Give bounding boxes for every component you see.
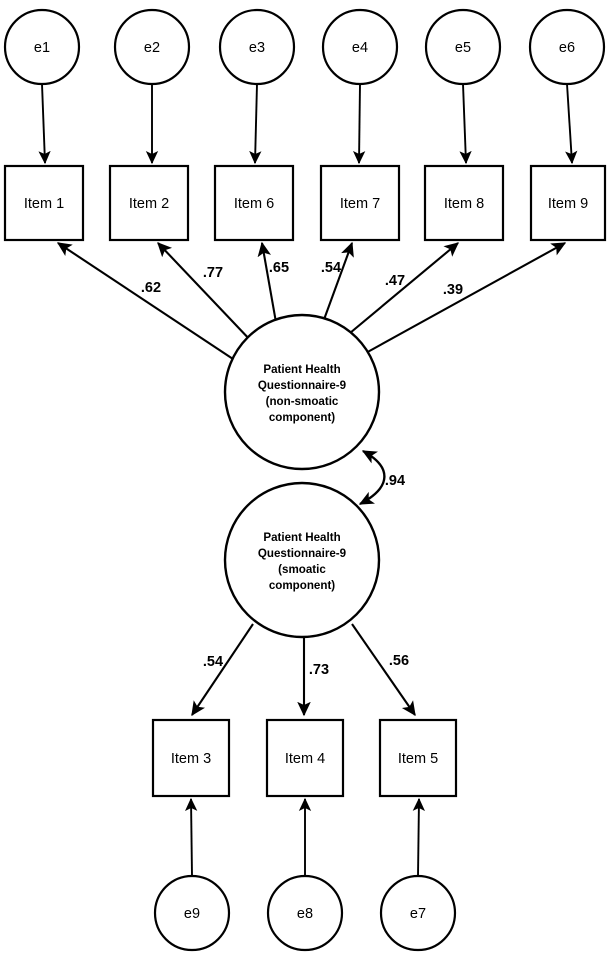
error-label-e1: e1	[34, 40, 50, 56]
loading-value-item-3: .54	[203, 654, 223, 670]
indicator-box-item-6	[213, 164, 295, 242]
covariance-value: .94	[385, 473, 405, 489]
latent-factor-non-somatic: Patient Health Questionnaire-9 (non-smoa…	[223, 313, 381, 471]
latent-line-2-somatic: Questionnaire-9	[258, 547, 347, 560]
top-loading-labels: .62 .77 .65 .54 .47 .39	[141, 260, 463, 298]
bottom-loading-labels: .54 .73 .56	[203, 653, 409, 678]
latent-line-4-somatic: component)	[269, 579, 335, 592]
error-label-e7: e7	[410, 906, 426, 922]
latent-line-4-non-somatic: component)	[269, 411, 335, 424]
error-circle-e7	[379, 874, 457, 952]
arrow-e4-item7	[352, 83, 366, 165]
indicator-label-item-3: Item 3	[171, 751, 211, 767]
latent-line-3-somatic: (smoatic	[278, 563, 326, 576]
loading-value-item-1: .62	[141, 280, 161, 296]
covariance-double-arrow	[358, 449, 386, 506]
loading-value-item-8: .47	[385, 273, 405, 289]
loading-value-item-9: .39	[443, 282, 463, 298]
arrow-e3-item6	[249, 83, 262, 165]
loading-value-item-4: .73	[309, 662, 329, 678]
error-label-e6: e6	[559, 40, 575, 56]
indicator-box-item-9	[529, 164, 607, 242]
loading-arrow-item-2	[157, 242, 254, 344]
loading-arrow-item-6	[257, 241, 279, 329]
loading-arrow-item-5	[351, 623, 416, 717]
error-circle-e8	[266, 874, 344, 952]
top-error-arrows	[38, 83, 578, 165]
arrow-e9-item3	[184, 797, 198, 877]
indicator-box-item-2	[108, 164, 190, 242]
indicator-box-item-8	[423, 164, 505, 242]
latent-circle-non-somatic	[223, 313, 381, 471]
loading-value-item-6: .65	[269, 260, 289, 276]
arrow-e5-item8	[459, 83, 472, 165]
loading-arrow-item-7	[321, 241, 354, 326]
indicator-label-item-4: Item 4	[285, 751, 325, 767]
error-label-e9: e9	[184, 906, 200, 922]
top-error-circles: e1 e2 e3 e4 e5 e6	[3, 8, 606, 86]
indicator-box-item-4	[265, 718, 345, 798]
error-circle-e9	[153, 874, 231, 952]
indicator-label-item-2: Item 2	[129, 196, 169, 212]
indicator-box-item-3	[151, 718, 231, 798]
bottom-error-circles: e9 e8 e7	[153, 874, 457, 952]
latent-line-3-non-somatic: (non-smoatic	[266, 395, 339, 408]
arrow-e7-item5	[412, 797, 426, 877]
arrow-e6-item9	[565, 83, 578, 165]
top-indicator-boxes: Item 1 Item 2 Item 6 Item 7 Item 8 Item …	[3, 164, 607, 242]
factor-covariance: .94	[358, 449, 405, 506]
indicator-box-item-7	[319, 164, 401, 242]
error-label-e3: e3	[249, 40, 265, 56]
bottom-error-arrows	[184, 797, 426, 877]
indicator-label-item-6: Item 6	[234, 196, 274, 212]
loading-value-item-5: .56	[389, 653, 409, 669]
error-label-e8: e8	[297, 906, 313, 922]
latent-line-1-somatic: Patient Health	[263, 531, 340, 544]
bottom-loading-arrows	[191, 623, 416, 717]
indicator-box-item-1	[3, 164, 85, 242]
indicator-label-item-1: Item 1	[24, 196, 64, 212]
indicator-label-item-9: Item 9	[548, 196, 588, 212]
loading-arrow-item-3	[191, 623, 254, 717]
loading-value-item-7: .54	[321, 260, 341, 276]
loading-arrow-item-8	[343, 242, 459, 339]
loading-arrow-item-9	[363, 242, 567, 355]
latent-factor-somatic: Patient Health Questionnaire-9 (smoatic …	[223, 481, 381, 639]
error-label-e4: e4	[352, 40, 368, 56]
latent-line-2-non-somatic: Questionnaire-9	[258, 379, 347, 392]
bottom-indicator-boxes: Item 3 Item 4 Item 5	[151, 718, 458, 798]
top-loading-arrows	[56, 241, 567, 360]
indicator-label-item-5: Item 5	[398, 751, 438, 767]
indicator-label-item-8: Item 8	[444, 196, 484, 212]
latent-circle-somatic	[223, 481, 381, 639]
indicator-label-item-7: Item 7	[340, 196, 380, 212]
indicator-box-item-5	[378, 718, 458, 798]
latent-line-1-non-somatic: Patient Health	[263, 363, 340, 376]
error-label-e5: e5	[455, 40, 471, 56]
loading-arrow-item-1	[56, 242, 234, 360]
error-label-e2: e2	[144, 40, 160, 56]
loading-value-item-2: .77	[203, 265, 223, 281]
arrow-e1-item1	[38, 83, 51, 165]
